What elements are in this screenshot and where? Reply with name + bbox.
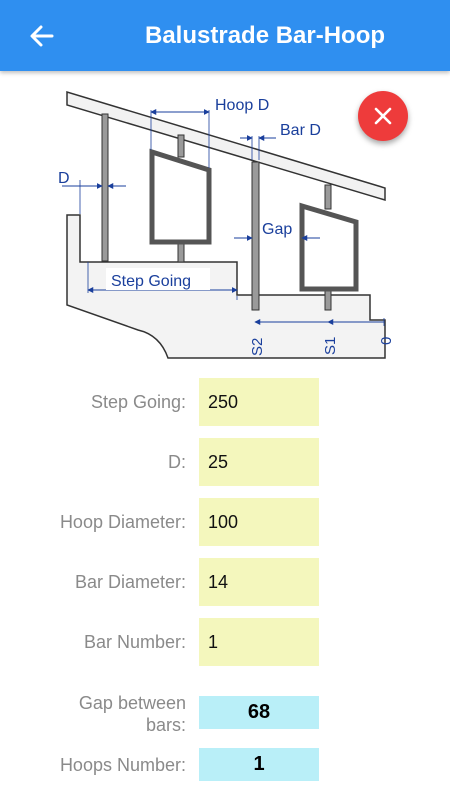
- bar-1: [101, 113, 109, 262]
- hoop-1-stem-top: [177, 134, 185, 158]
- hoops-number-row: Hoops Number: 1: [0, 748, 450, 782]
- d-field-label: D:: [168, 452, 186, 472]
- step-going-label: Step Going: [111, 273, 191, 290]
- d-input[interactable]: 25: [199, 438, 319, 486]
- gap-between-bars-output: 68: [199, 696, 319, 729]
- bar-number-row: Bar Number: 1: [0, 618, 450, 666]
- hoops-number-output: 1: [199, 748, 319, 781]
- hoop-2: [299, 202, 359, 292]
- page-title: Balustrade Bar-Hoop: [145, 22, 386, 49]
- hoop-1: [149, 148, 212, 245]
- bar-d-label: Bar D: [280, 122, 321, 139]
- hoop-1-stem-bottom: [177, 241, 185, 263]
- bar-2: [251, 161, 260, 311]
- zero-label: 0: [378, 337, 395, 345]
- hoop-2-stem-top: [324, 184, 332, 210]
- handrail: [66, 90, 386, 202]
- gap-between-bars-label-line1: Gap between: [78, 693, 186, 713]
- hoop-d-label: Hoop D: [215, 97, 269, 114]
- bar-number-field-label: Bar Number:: [83, 632, 186, 652]
- bar-number-input[interactable]: 1: [199, 618, 319, 666]
- hoop-diameter-input[interactable]: 100: [199, 498, 319, 546]
- gap-between-bars-label: Gap between bars:: [79, 692, 186, 736]
- hoop-2-stem-bottom: [324, 288, 332, 311]
- gap-between-bars-row: Gap between bars: 68: [0, 690, 450, 738]
- step-going-row: Step Going: 250: [0, 378, 450, 426]
- gap-between-bars-label-line2: bars:: [145, 715, 186, 735]
- app-bar: Balustrade Bar-Hoop: [0, 0, 450, 71]
- close-button[interactable]: [358, 91, 408, 141]
- gap-label: Gap: [262, 221, 292, 238]
- close-icon: [374, 107, 392, 125]
- hoop-diameter-field-label: Hoop Diameter:: [59, 512, 186, 532]
- step-going-input[interactable]: 250: [199, 378, 319, 426]
- s2-label: S2: [249, 338, 266, 356]
- s1-label: S1: [322, 337, 339, 355]
- d-row: D: 25: [0, 438, 450, 486]
- step-going-field-label: Step Going:: [90, 392, 186, 412]
- back-arrow-icon[interactable]: [28, 22, 56, 50]
- bar-diameter-input[interactable]: 14: [199, 558, 319, 606]
- balustrade-diagram: Hoop D Bar D D Gap Step Going S2 S1 0: [58, 90, 395, 359]
- hoops-number-label: Hoops Number:: [59, 755, 186, 775]
- d-label: D: [58, 170, 70, 187]
- hoop-diameter-row: Hoop Diameter: 100: [0, 498, 450, 546]
- bar-diameter-field-label: Bar Diameter:: [74, 572, 186, 592]
- bar-diameter-row: Bar Diameter: 14: [0, 558, 450, 606]
